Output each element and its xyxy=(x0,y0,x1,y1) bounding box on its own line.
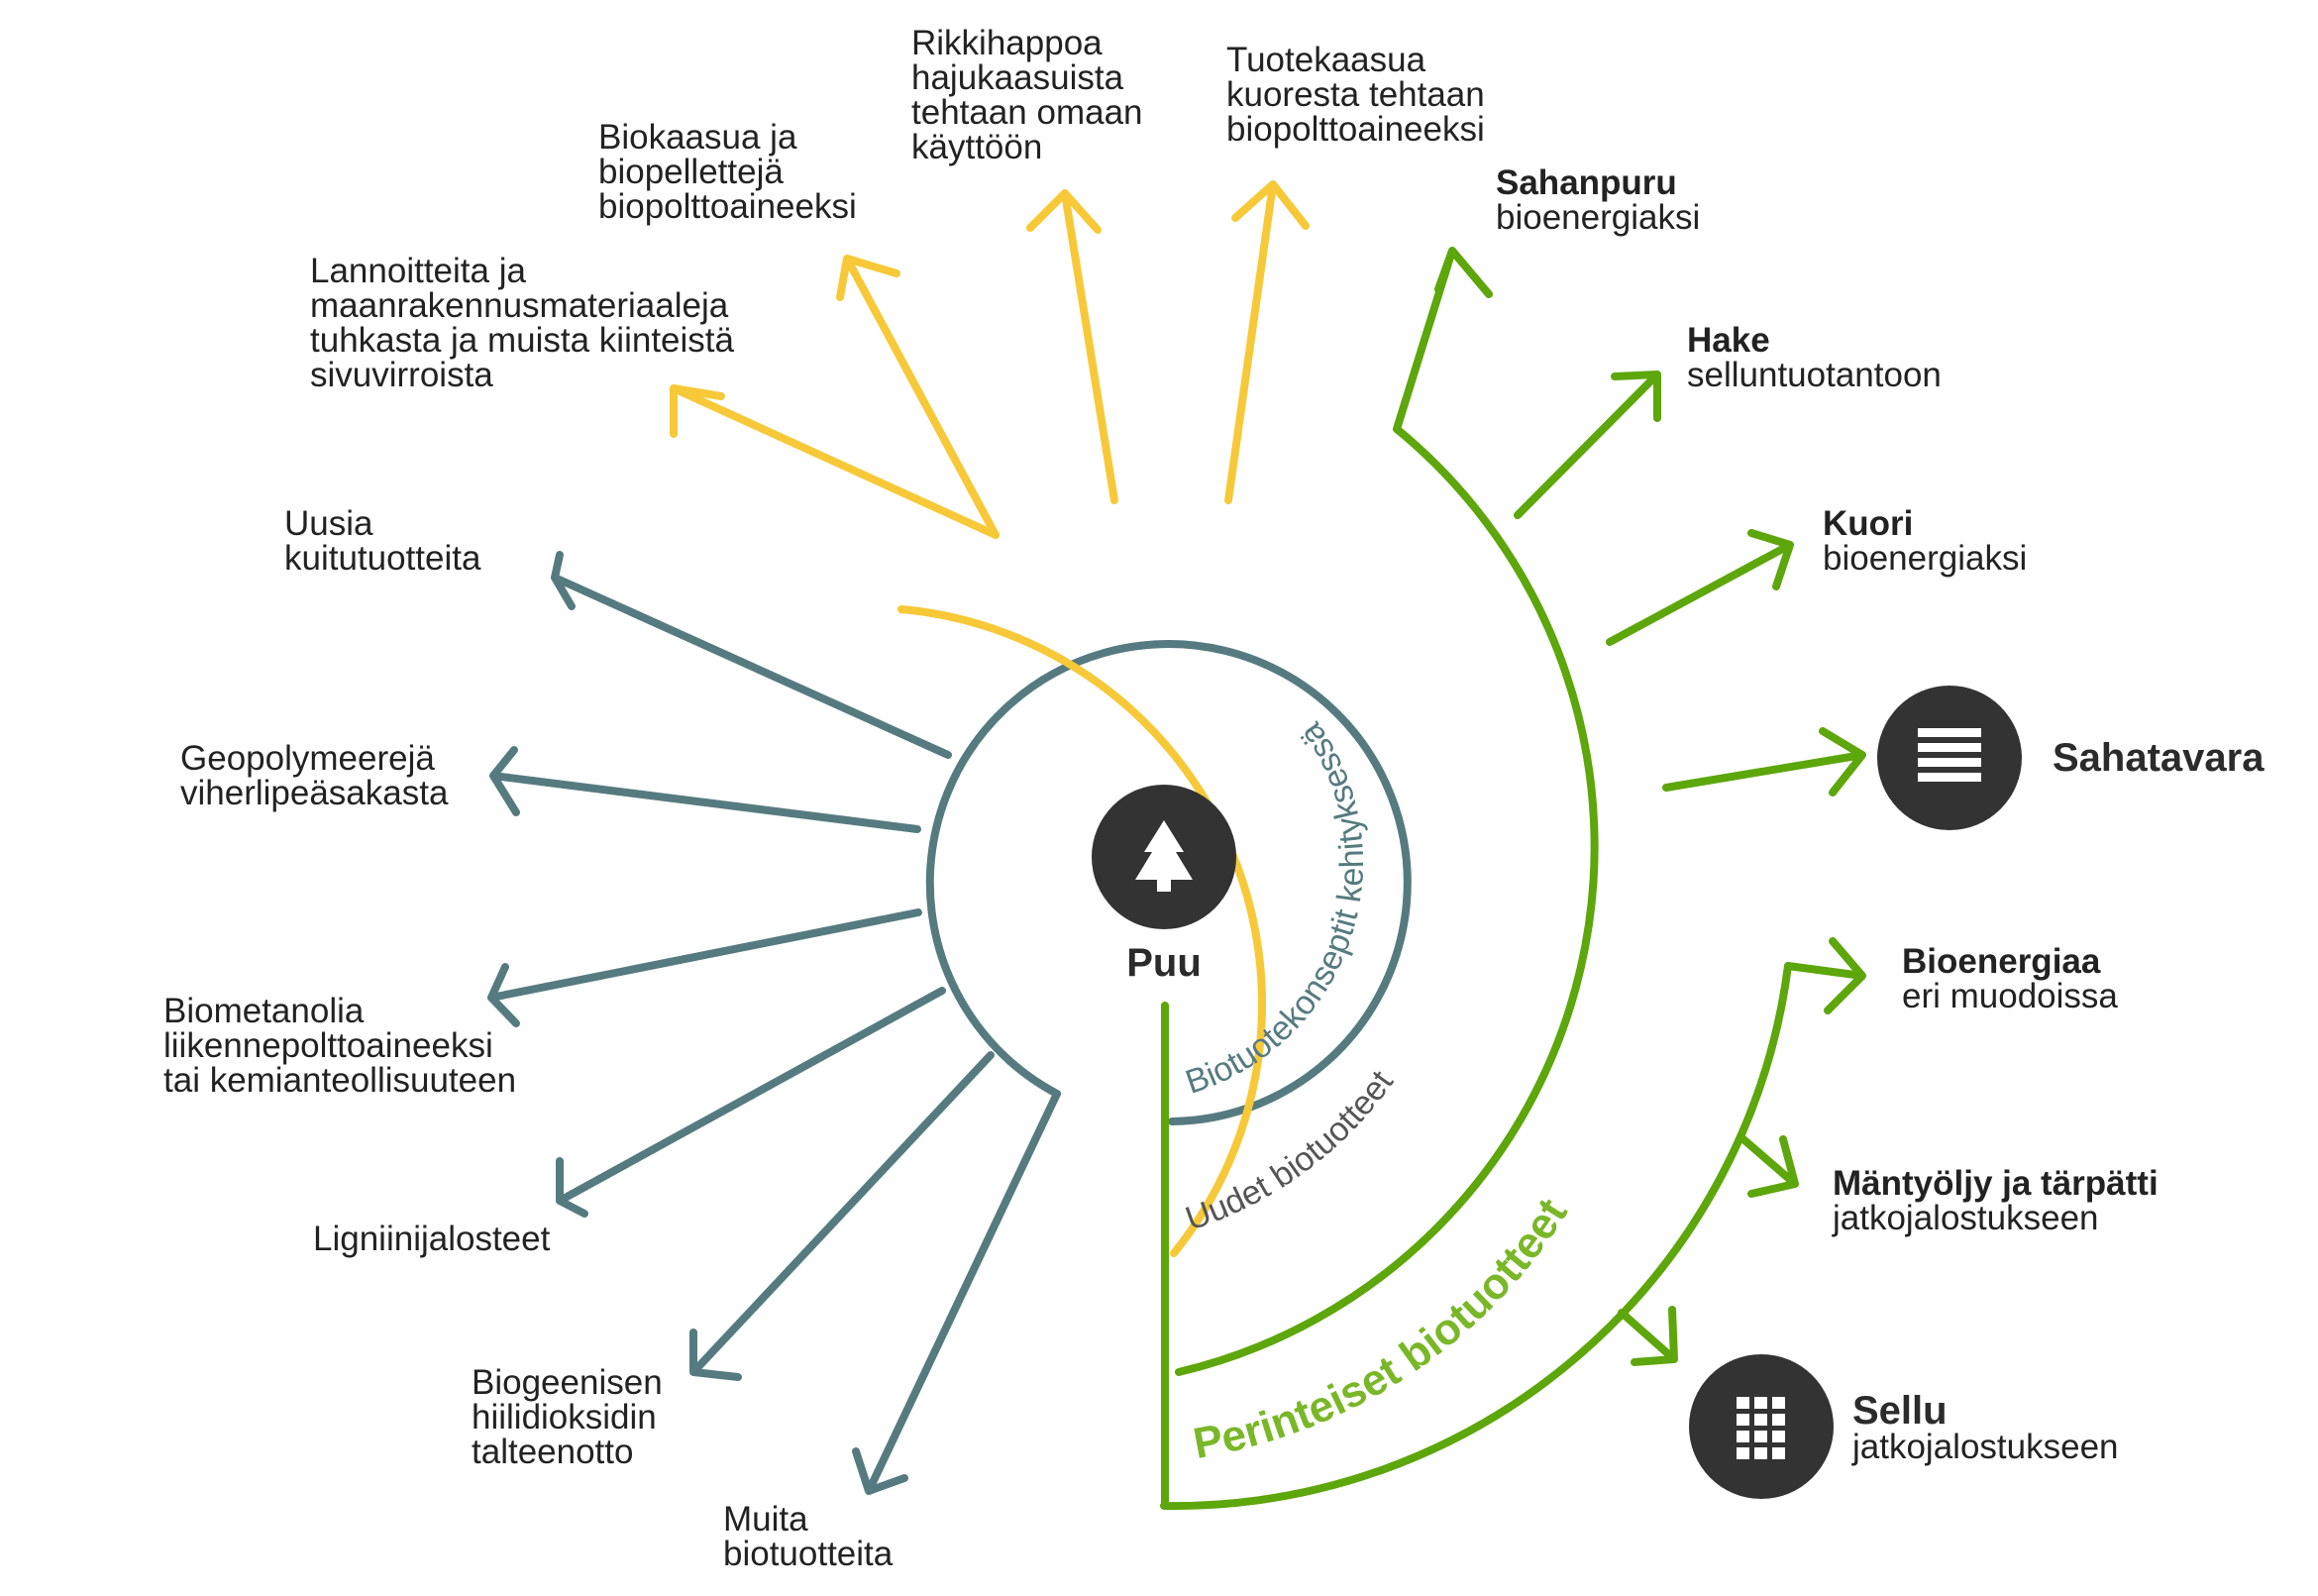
teal-label-5: Biogeenisen hiilidioksidin talteenotto xyxy=(472,1363,672,1471)
green-label-bioenergiaa-title: Bioenergiaa xyxy=(1902,942,2101,981)
teal-label-3: Biometanolia liikennepolttoaineeksi tai … xyxy=(163,992,516,1100)
green-branches xyxy=(1393,247,1866,1366)
tree-icon xyxy=(1092,785,1236,929)
green-arc-inner xyxy=(1160,962,1792,1511)
green-label-sellu-sub: jatkojalostukseen xyxy=(1851,1428,2119,1466)
teal-arc xyxy=(925,640,1412,1125)
yellow-label-3: Rikkihappoa hajukaasuista tehtaan omaan … xyxy=(911,24,1152,166)
pulp-bales-icon xyxy=(1689,1354,1834,1499)
yellow-label-1: Lannoitteita ja maanrakennusmateriaaleja… xyxy=(310,252,744,394)
green-labels: Sahanpuru bioenergiaksi Hake selluntuota… xyxy=(1496,163,2265,1466)
yellow-label-4: Tuotekaasua kuoresta tehtaan biopolttoai… xyxy=(1226,41,1494,149)
green-label-kuori-title: Kuori xyxy=(1823,504,1913,543)
green-label-hake-sub: selluntuotantoon xyxy=(1687,356,1942,394)
teal-label-6: Muita biotuotteita xyxy=(723,1500,894,1573)
teal-branches xyxy=(487,551,1061,1495)
arc-label-outer: Perinteiset biotuotteet xyxy=(1190,1190,1577,1468)
center-label: Puu xyxy=(1126,941,1202,985)
yellow-label-2: Biokaasua ja biopellettejä biopolttoaine… xyxy=(598,118,857,226)
green-label-sahatavara: Sahatavara xyxy=(2053,736,2265,780)
green-label-hake-title: Hake xyxy=(1687,321,1770,360)
yellow-labels: Lannoitteita ja maanrakennusmateriaaleja… xyxy=(310,24,1494,394)
yellow-arc xyxy=(897,605,1267,1257)
green-label-bioenergiaa-sub: eri muodoissa xyxy=(1902,977,2118,1015)
green-label-kuori-sub: bioenergiaksi xyxy=(1823,539,2027,578)
teal-label-1: Uusia kuitutuotteita xyxy=(284,504,481,578)
teal-label-4: Ligniinijalosteet xyxy=(313,1220,551,1258)
teal-label-2: Geopolymeerejä viherlipeäsakasta xyxy=(180,739,449,812)
green-label-sahanpuru-sub: bioenergiaksi xyxy=(1496,198,1700,237)
yellow-branches xyxy=(670,180,1310,539)
teal-labels: Uusia kuitutuotteita Geopolymeerejä vihe… xyxy=(163,504,894,1573)
green-label-mantyoljy-title: Mäntyöljy ja tärpätti xyxy=(1833,1164,2159,1203)
green-arc-outer xyxy=(1175,425,1599,1376)
green-label-sellu-title: Sellu xyxy=(1852,1389,1948,1433)
planks-icon xyxy=(1877,686,2022,830)
green-label-sahanpuru-title: Sahanpuru xyxy=(1496,163,1677,202)
green-label-mantyoljy-sub: jatkojalostukseen xyxy=(1832,1199,2099,1237)
